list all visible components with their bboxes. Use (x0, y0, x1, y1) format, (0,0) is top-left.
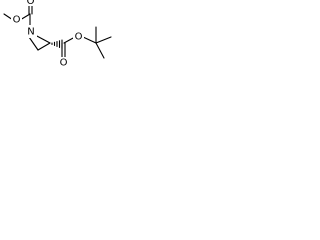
ester-carbonyl-oxygen-label: O (60, 58, 68, 69)
tbutyl-methyl-bottom (95, 42, 105, 59)
tbutyl-methyl-right (95, 36, 112, 44)
aziridine-nitrogen-label: N (27, 27, 34, 38)
atom-carbamate-oxygen: O (25, 0, 36, 7)
aziridine-ch2-ch-bond (37, 42, 51, 51)
carbamate-oxygen-label: O (27, 0, 35, 7)
methoxy-oxygen-label: O (13, 15, 21, 26)
stereo-hash-bond (51, 39, 63, 50)
aziridine-n-ch-bond (34, 34, 51, 44)
atom-methoxy-oxygen: O (11, 14, 22, 26)
atom-ester-oxygen: O (73, 31, 84, 43)
atom-ester-carbonyl-oxygen: O (58, 57, 69, 69)
tbutyl-oxygen-bond (82, 36, 97, 44)
chemical-structure: O O N O O (3, 0, 112, 69)
atom-aziridine-nitrogen: N (25, 25, 37, 38)
ester-oxygen-label: O (75, 32, 83, 43)
aziridine-n-ch2-bond (28, 36, 39, 51)
